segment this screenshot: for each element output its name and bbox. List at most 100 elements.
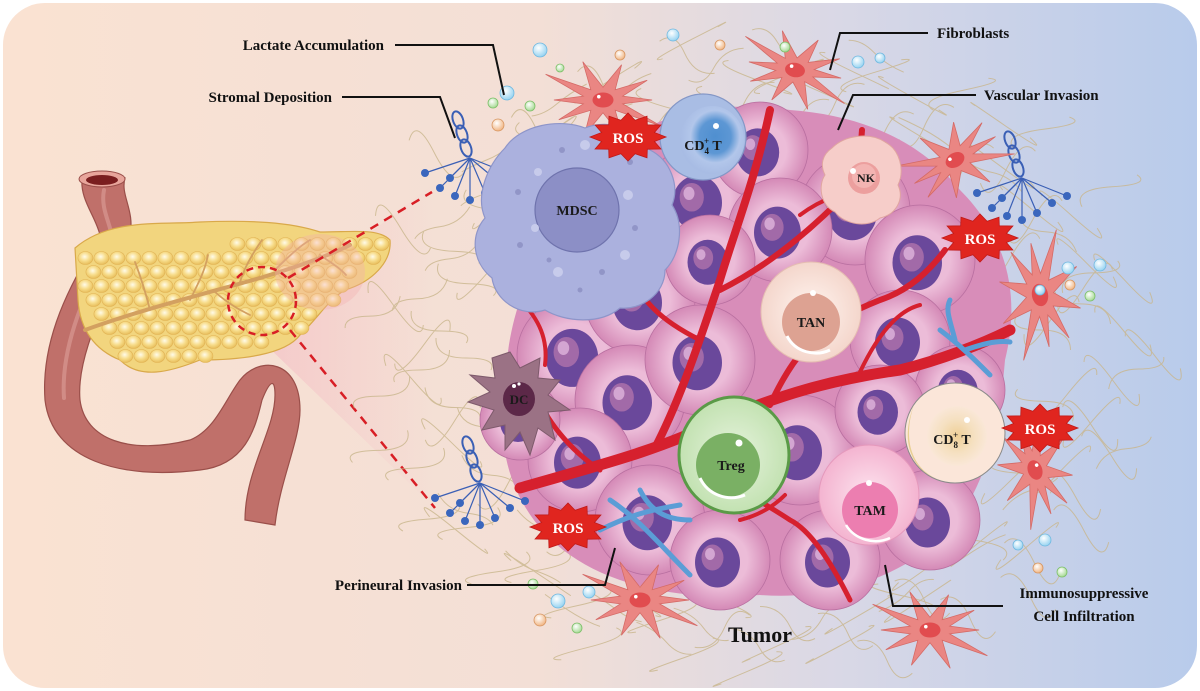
collagen-fiber [1093,253,1153,304]
collagen-fiber [394,319,451,371]
lactate-bubble [614,49,626,61]
zoom-line-bottom [289,329,436,509]
ros-burst [588,112,668,162]
lobule [253,307,270,321]
collagen-fiber [636,621,692,655]
lobule [269,251,286,265]
zoom-line-top [287,190,433,280]
lobule [237,335,254,349]
nucleolus-highlight [557,341,570,356]
lobule [277,237,294,251]
lobule [301,307,318,321]
nerve-branch [479,482,496,519]
cd8-label: CD8+ T [933,430,971,450]
fibroblast-highlight [1034,463,1039,467]
lobule [229,293,246,307]
callout-vascular [837,94,976,131]
nerve-terminal [456,499,464,507]
fibroblast-nucleus [629,592,651,608]
nerve-terminal [466,196,474,204]
lactate-bubble [1056,566,1068,578]
collagen-fiber [1079,174,1142,208]
nucleolus-highlight [915,508,925,520]
lobule [357,237,374,251]
collagen-fiber [504,550,571,583]
lobule [229,237,246,251]
nerve-terminal [1063,192,1071,200]
collagen-fiber [805,624,875,664]
lobule [173,335,190,349]
mdsc-label: MDSC [556,204,597,219]
nerve-terminal [521,497,529,505]
nucleolus-highlight [903,246,915,260]
lobule [293,321,310,335]
collagen-fiber [1006,195,1063,244]
lactate-bubble [1084,290,1096,302]
collagen-fiber [729,627,785,663]
cd4-t-cell: CD4+ T [659,93,747,181]
lobule [325,265,342,279]
collagen-fiber [1095,436,1152,469]
lobule [373,237,390,251]
dc-label: DC [510,392,529,407]
collagen-fiber [840,58,910,93]
lobule [269,279,286,293]
lobule [269,307,286,321]
lobule [197,349,214,363]
callout-fibroblasts [829,32,928,71]
lobule [117,349,134,363]
lobule [333,251,350,265]
lobule [133,349,150,363]
nerve-fiber [469,463,483,483]
lobule [205,307,222,321]
nerve-terminal [1018,216,1026,224]
nerve-terminal [476,521,484,529]
lobule [141,279,158,293]
lobule [181,265,198,279]
lobule [149,321,166,335]
lobule [253,279,270,293]
label-immunosuppressive-line1: Immunosuppressive [1020,586,1149,602]
ros-badge: ROS [528,502,608,552]
lobule [205,335,222,349]
lobule [93,279,110,293]
lactate-bubbles [487,28,1107,634]
collagen-fiber [848,39,904,73]
nerve-terminal [491,514,499,522]
nucleolus-highlight [745,138,756,151]
nerve-fiber [1003,130,1017,150]
nerve-terminal [998,194,1006,202]
lobule [221,251,238,265]
lobule [149,265,166,279]
collagen-fiber [673,607,729,642]
dc-cell: DC [466,351,572,457]
fibroblast [582,561,698,639]
lobule [309,293,326,307]
lobule [125,251,142,265]
nerve-terminal [451,192,459,200]
collagen-fiber [817,612,874,650]
nerve-terminal [461,517,469,525]
ros-burst [940,213,1020,263]
label-fibroblasts: Fibroblasts [937,26,1009,42]
nerve-branch [1021,177,1053,204]
treg-label: Treg [717,459,744,474]
lactate-bubble [487,97,499,109]
nerve-terminal [446,509,454,517]
nerve-fiber [451,110,465,130]
tan-cell: TAN [760,261,862,363]
label-immunosuppressive-line2: Cell Infiltration [1033,609,1135,625]
lobule [117,321,134,335]
collagen-fiber [759,606,816,642]
lobule [93,307,110,321]
lactate-bubble [1032,562,1044,574]
lobule [109,251,126,265]
nerve-terminal [973,189,981,197]
lactate-bubble [851,55,865,69]
nerve-terminal [506,504,514,512]
lobule [309,237,326,251]
lobule [197,321,214,335]
lactate-bubble [1038,533,1052,547]
callout-lactate [395,44,505,96]
tam-label: TAM [854,504,886,519]
